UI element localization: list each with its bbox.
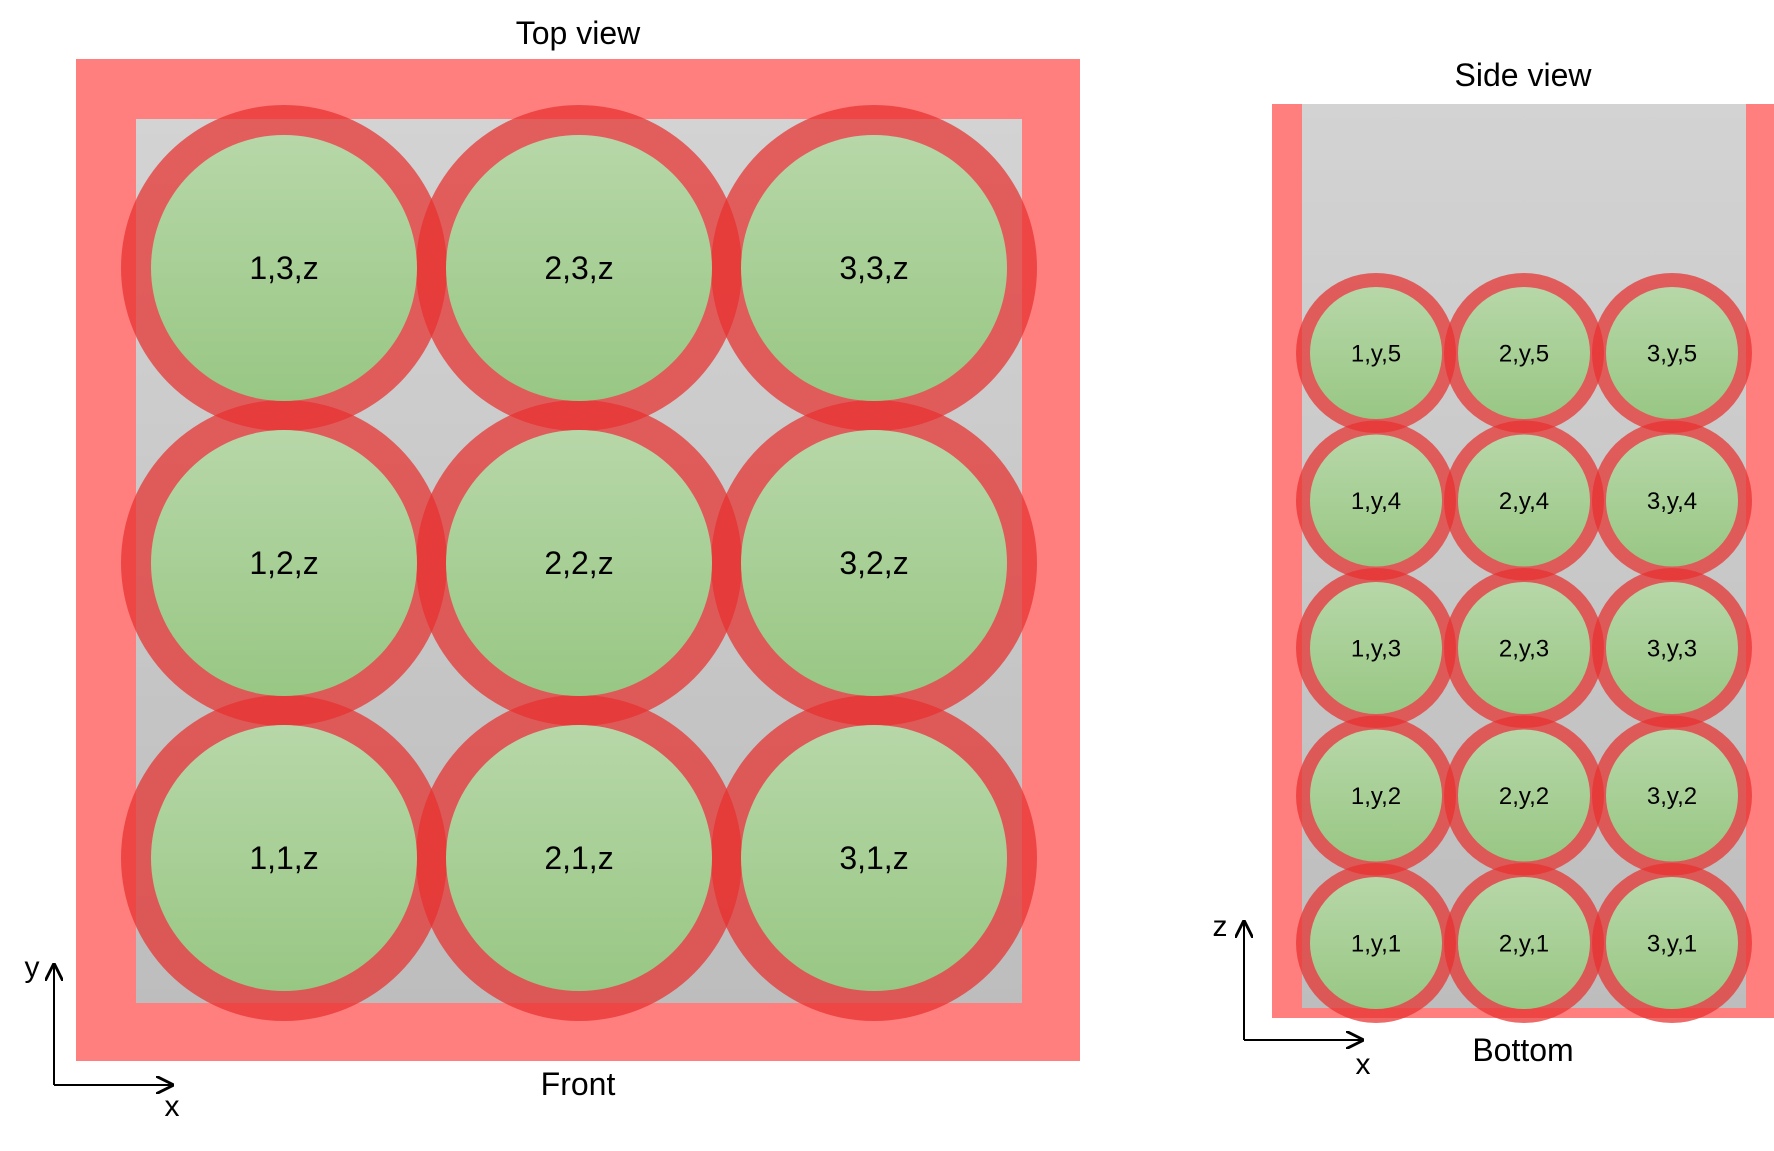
top-view-sphere (151, 725, 417, 991)
top-y-axis-label: y (25, 951, 40, 984)
side-view-spheres (1310, 287, 1738, 1009)
side-view-cell-label: 2,y,3 (1499, 635, 1549, 662)
side-view-sphere (1310, 582, 1442, 714)
side-view-cell-label: 1,y,4 (1351, 488, 1401, 515)
side-view-title: Side view (1455, 57, 1593, 93)
side-view-cell-label: 3,y,2 (1647, 783, 1697, 810)
top-view-sphere (446, 725, 712, 991)
side-view-cell-label: 3,y,1 (1647, 930, 1697, 957)
side-view-sphere (1606, 582, 1738, 714)
top-view-sphere (741, 135, 1007, 401)
top-view-sphere (151, 135, 417, 401)
side-view-cell-label: 3,y,4 (1647, 488, 1697, 515)
side-view-cell-label: 2,y,2 (1499, 783, 1549, 810)
side-view-sphere (1310, 434, 1442, 567)
side-view-cell-label: 2,y,5 (1499, 340, 1549, 367)
top-view-cell-label: 3,2,z (839, 545, 908, 581)
side-view-cell-label: 2,y,1 (1499, 930, 1549, 957)
side-view-sphere (1458, 877, 1590, 1009)
top-view-sphere (741, 430, 1007, 696)
side-view-sphere (1458, 434, 1590, 567)
top-view-cell-label: 2,1,z (544, 840, 613, 876)
top-view-title: Top view (516, 15, 641, 51)
top-view-cell-label: 3,1,z (839, 840, 908, 876)
side-view-cell-label: 1,y,5 (1351, 340, 1401, 367)
top-view-cell-label: 3,3,z (839, 250, 908, 286)
side-view-cell-label: 2,y,4 (1499, 488, 1549, 515)
side-view-sphere (1310, 729, 1442, 862)
front-label: Front (541, 1066, 616, 1102)
side-view-cell-label: 1,y,3 (1351, 635, 1401, 662)
top-view-cell-label: 1,3,z (249, 250, 318, 286)
side-z-axis-label: z (1213, 910, 1228, 943)
top-view-cell-label: 2,2,z (544, 545, 613, 581)
bottom-label: Bottom (1472, 1032, 1573, 1068)
side-view-cell-label: 1,y,2 (1351, 783, 1401, 810)
side-view-cell-label: 3,y,5 (1647, 340, 1697, 367)
side-x-axis-label: x (1356, 1048, 1371, 1081)
top-view-cell-label: 1,2,z (249, 545, 318, 581)
side-view-sphere (1310, 877, 1442, 1009)
top-x-axis-label: x (165, 1090, 180, 1123)
side-view-sphere (1458, 287, 1590, 419)
side-view-sphere (1458, 582, 1590, 714)
side-view-cell-label: 1,y,1 (1351, 930, 1401, 957)
top-view-cell-label: 2,3,z (544, 250, 613, 286)
top-view-spheres (151, 135, 1007, 991)
top-view-labels: 1,3,z 2,3,z 3,3,z 1,2,z 2,2,z 3,2,z 1,1,z 2,1,z… (249, 250, 908, 876)
top-view-sphere (151, 430, 417, 696)
side-view-labels: 1,y,5 2,y,5 3,y,5 1,y,4 2,y,4 3,y,4 1,y,3 2,y,3… (1351, 340, 1697, 957)
top-view-sphere (741, 725, 1007, 991)
side-view-sphere (1310, 287, 1442, 419)
side-view-sphere (1606, 729, 1738, 862)
side-view-sphere (1606, 434, 1738, 567)
top-view-sphere (446, 135, 712, 401)
side-view-sphere (1606, 877, 1738, 1009)
side-view-cell-label: 3,y,3 (1647, 635, 1697, 662)
side-view-sphere (1606, 287, 1738, 419)
side-view-sphere (1458, 729, 1590, 862)
side-view: Side view 1,y,5 2,y,5 3,y,5 1,y,4 2,y,4 3,y,4… (1213, 57, 1774, 1081)
top-view-cell-label: 1,1,z (249, 840, 318, 876)
top-view-sphere (446, 430, 712, 696)
